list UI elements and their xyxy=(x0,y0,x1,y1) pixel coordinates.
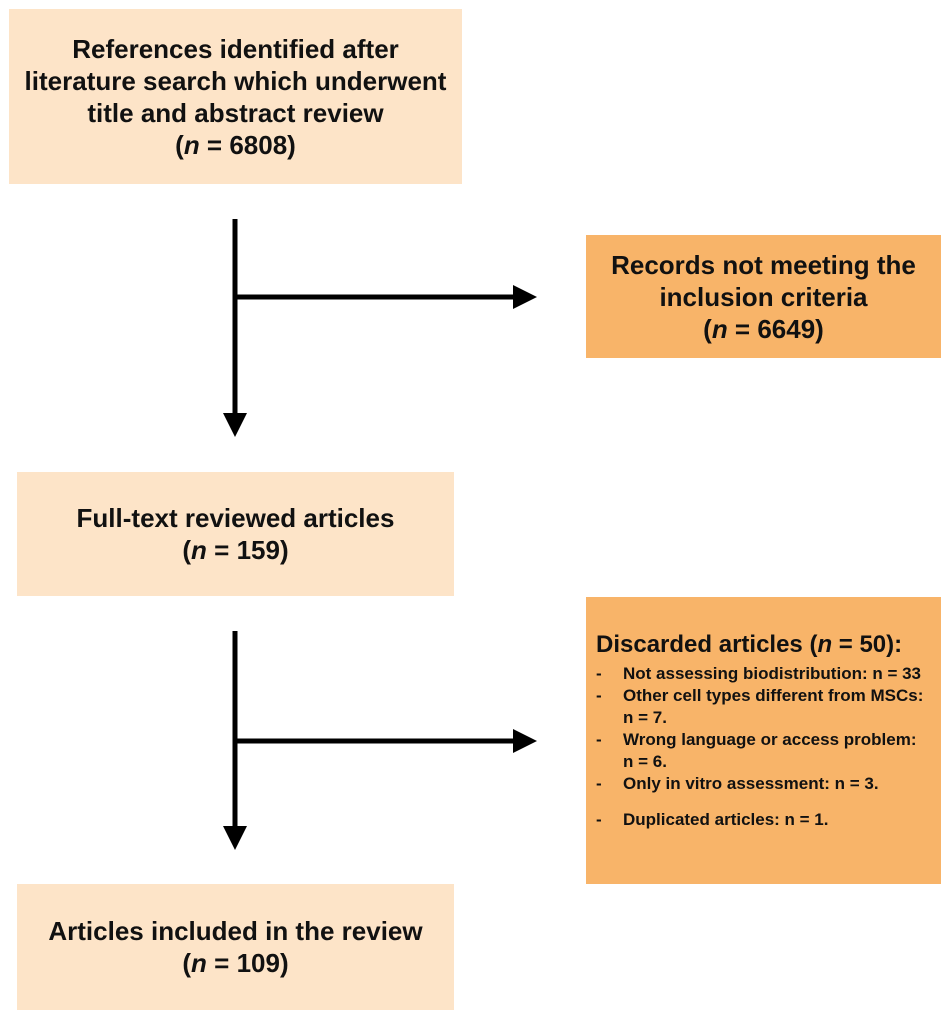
full-text-line-1: Full-text reviewed articles xyxy=(76,503,395,533)
references-count: (n = 6808) xyxy=(175,129,296,161)
arrow-down-2-head xyxy=(223,826,247,850)
references-count-var: n xyxy=(183,129,200,160)
box-full-text-reviewed: Full-text reviewed articles (n = 159) xyxy=(17,472,454,596)
discarded-title-var: n xyxy=(817,631,833,658)
references-line-1: References identified after xyxy=(72,33,399,64)
included-count: (n = 109) xyxy=(182,947,288,979)
box-articles-included: Articles included in the review (n = 109… xyxy=(17,884,454,1010)
included-line-1: Articles included in the review xyxy=(48,916,423,946)
full-text-count-open: ( xyxy=(182,535,192,565)
box-records-not-meeting-criteria: Records not meeting the inclusion criter… xyxy=(586,235,941,358)
included-count-value: = 109) xyxy=(206,948,289,978)
not-meeting-count-value: = 6649) xyxy=(727,313,824,344)
included-count-var: n xyxy=(191,948,207,978)
not-meeting-count-var: n xyxy=(711,313,728,344)
references-count-value: = 6808) xyxy=(199,129,296,160)
arrow-down-1-head xyxy=(223,413,247,437)
full-text-count-var: n xyxy=(191,535,207,565)
full-text-count-value: = 159) xyxy=(206,535,289,565)
discarded-reason-item: Other cell types different from MSCs: n … xyxy=(596,685,931,729)
arrow-right-2-head xyxy=(513,729,537,753)
not-meeting-count-open: ( xyxy=(703,313,712,344)
discarded-title-text: Discarded articles ( xyxy=(596,631,818,658)
discarded-reason-item: Duplicated articles: n = 1. xyxy=(596,809,931,831)
not-meeting-line-2: inclusion criteria xyxy=(659,281,868,312)
references-count-open: ( xyxy=(175,129,184,160)
included-count-open: ( xyxy=(182,948,192,978)
not-meeting-line-1: Records not meeting the xyxy=(611,249,916,280)
discarded-reason-item: Wrong language or access problem: n = 6. xyxy=(596,729,931,773)
box-references-identified: References identified after literature s… xyxy=(9,9,462,184)
references-line-2: literature search which underwent xyxy=(24,65,447,96)
discarded-reason-item: Not assessing biodistribution: n = 33 xyxy=(596,663,931,685)
not-meeting-count: (n = 6649) xyxy=(703,313,824,345)
arrow-right-1-head xyxy=(513,285,537,309)
full-text-count: (n = 159) xyxy=(182,534,288,566)
references-line-3: title and abstract review xyxy=(87,97,384,128)
box-discarded-articles: Discarded articles (n = 50): Not assessi… xyxy=(586,597,941,884)
discarded-reason-item: Only in vitro assessment: n = 3. xyxy=(596,773,931,795)
discarded-reasons-list: Not assessing biodistribution: n = 33 Ot… xyxy=(596,663,931,831)
discarded-title: Discarded articles (n = 50): xyxy=(596,631,902,659)
discarded-title-value: = 50): xyxy=(832,631,903,658)
